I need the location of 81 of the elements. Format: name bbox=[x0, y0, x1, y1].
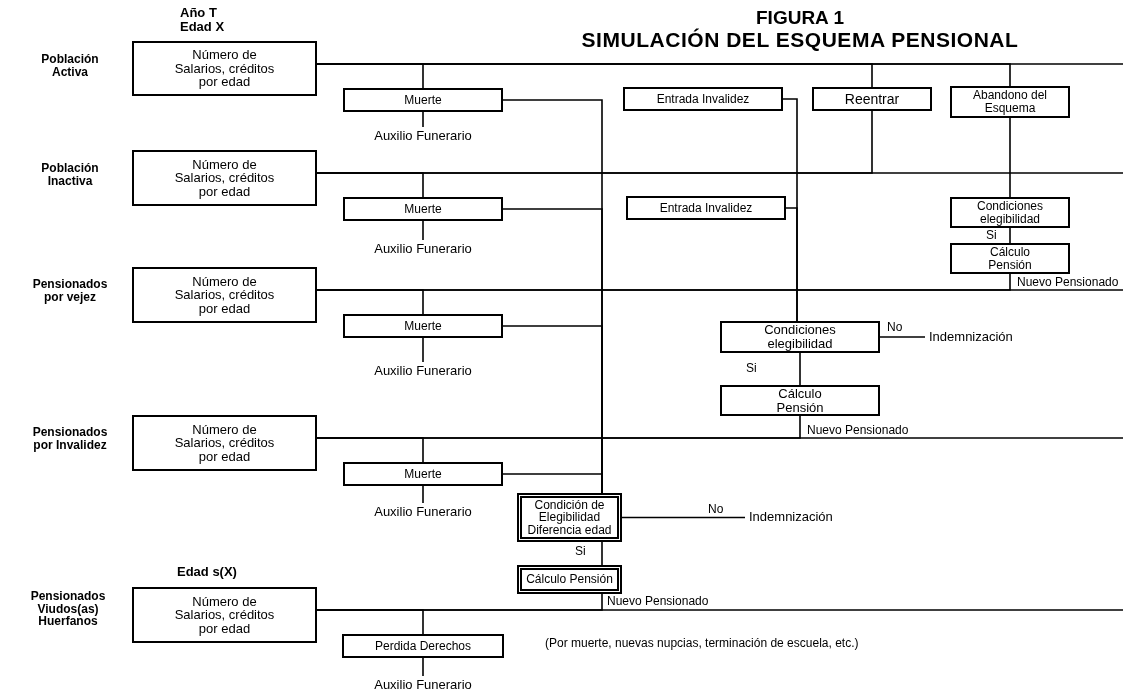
process-box bbox=[950, 86, 1070, 118]
box-label: Abandono del Esquema bbox=[971, 89, 1049, 115]
process-box bbox=[132, 267, 317, 323]
outcome-text: Auxilio Funerario bbox=[343, 240, 503, 258]
connector-line bbox=[422, 657, 424, 677]
box-label: Reentrar bbox=[844, 91, 900, 107]
box-label: Número de Salarios, créditos por edad bbox=[173, 157, 276, 199]
edge-label: No bbox=[886, 321, 904, 333]
process-box bbox=[623, 87, 783, 111]
connector-line bbox=[1009, 117, 1011, 198]
box-label: Cálculo Pensión bbox=[987, 245, 1033, 272]
edge-label: Si bbox=[574, 545, 587, 557]
box-label: Cálculo Pensión bbox=[775, 386, 825, 415]
figure-number: FIGURA 1 bbox=[755, 6, 845, 30]
connector-line bbox=[785, 207, 798, 322]
box-label: Condiciones elegibilidad bbox=[975, 199, 1044, 226]
connector-line bbox=[422, 337, 424, 363]
connector-line bbox=[601, 541, 603, 566]
edge-label: Si bbox=[985, 229, 998, 241]
process-box bbox=[950, 197, 1070, 228]
box-label: Número de Salarios, créditos por edad bbox=[173, 422, 276, 464]
process-box bbox=[720, 385, 880, 416]
row-heading: Población Inactiva bbox=[40, 162, 100, 188]
process-box bbox=[132, 41, 317, 96]
box-label: Cálculo Pensión bbox=[526, 573, 613, 586]
outcome-text: Auxilio Funerario bbox=[343, 362, 503, 380]
connector-line bbox=[621, 516, 746, 519]
outcome-text: Auxilio Funerario bbox=[343, 127, 503, 145]
row-heading: Pensionados por Invalidez bbox=[31, 426, 109, 452]
row-heading: Población Activa bbox=[40, 53, 100, 79]
process-box bbox=[343, 197, 503, 221]
column-heading: Año T bbox=[180, 6, 217, 19]
diagram-title: SIMULACIÓN DEL ESQUEMA PENSIONAL bbox=[580, 27, 1020, 53]
edge-label: Nuevo Pensionado bbox=[1016, 276, 1120, 288]
box-label: Muerte bbox=[404, 467, 442, 481]
outcome-text: Auxilio Funerario bbox=[343, 676, 503, 691]
edge-label: Si bbox=[745, 362, 758, 374]
edge-label: Nuevo Pensionado bbox=[806, 424, 910, 436]
connector-line bbox=[316, 437, 424, 463]
process-box bbox=[132, 587, 317, 643]
outcome-text: Auxilio Funerario bbox=[343, 503, 503, 521]
box-label: Número de Salarios, créditos por edad bbox=[173, 594, 276, 636]
box-label: Perdida Derechos bbox=[374, 639, 472, 653]
outcome-text: Indemnización bbox=[925, 328, 1045, 346]
connector-line bbox=[799, 352, 801, 386]
process-box bbox=[720, 321, 880, 353]
decision-box bbox=[517, 565, 622, 594]
outcome-text: Indemnización bbox=[745, 508, 880, 526]
row-heading: Pensionados por vejez bbox=[31, 278, 109, 304]
box-label: Muerte bbox=[404, 202, 442, 216]
box-label: Entrada Invalidez bbox=[656, 92, 750, 106]
process-box bbox=[950, 243, 1070, 274]
box-label: Número de Salarios, créditos por edad bbox=[173, 48, 276, 89]
box-label: Muerte bbox=[404, 319, 442, 333]
box-label: Muerte bbox=[404, 93, 442, 107]
connector-line bbox=[316, 172, 424, 198]
connector-line bbox=[316, 289, 424, 315]
connector-line bbox=[879, 336, 926, 338]
connector-line bbox=[1009, 227, 1011, 244]
box-label: Número de Salarios, créditos por edad bbox=[173, 274, 276, 316]
process-box bbox=[812, 87, 932, 111]
edge-label: No bbox=[707, 503, 725, 515]
connector-line bbox=[502, 473, 603, 494]
connector-line bbox=[422, 111, 424, 128]
decision-box bbox=[517, 493, 622, 542]
box-label: Condición de Elegibilidad Diferencia edad bbox=[526, 498, 613, 537]
process-box bbox=[342, 634, 504, 658]
note-text: (Por muerte, nuevas nupcias, terminación de escuela, etc.) bbox=[545, 637, 860, 650]
process-box bbox=[132, 415, 317, 471]
connector-line bbox=[422, 220, 424, 241]
box-label: Entrada Invalidez bbox=[659, 201, 753, 215]
row-heading: Pensionados Viudos(as) Huerfanos bbox=[29, 590, 107, 628]
box-label: Condiciones elegibilidad bbox=[763, 323, 837, 351]
process-box bbox=[132, 150, 317, 206]
edge-label: Nuevo Pensionado bbox=[606, 595, 710, 607]
process-box bbox=[626, 196, 786, 220]
process-box bbox=[343, 462, 503, 486]
connector-line bbox=[422, 485, 424, 504]
process-box bbox=[343, 314, 503, 338]
process-box bbox=[343, 88, 503, 112]
connector-line bbox=[316, 609, 424, 635]
